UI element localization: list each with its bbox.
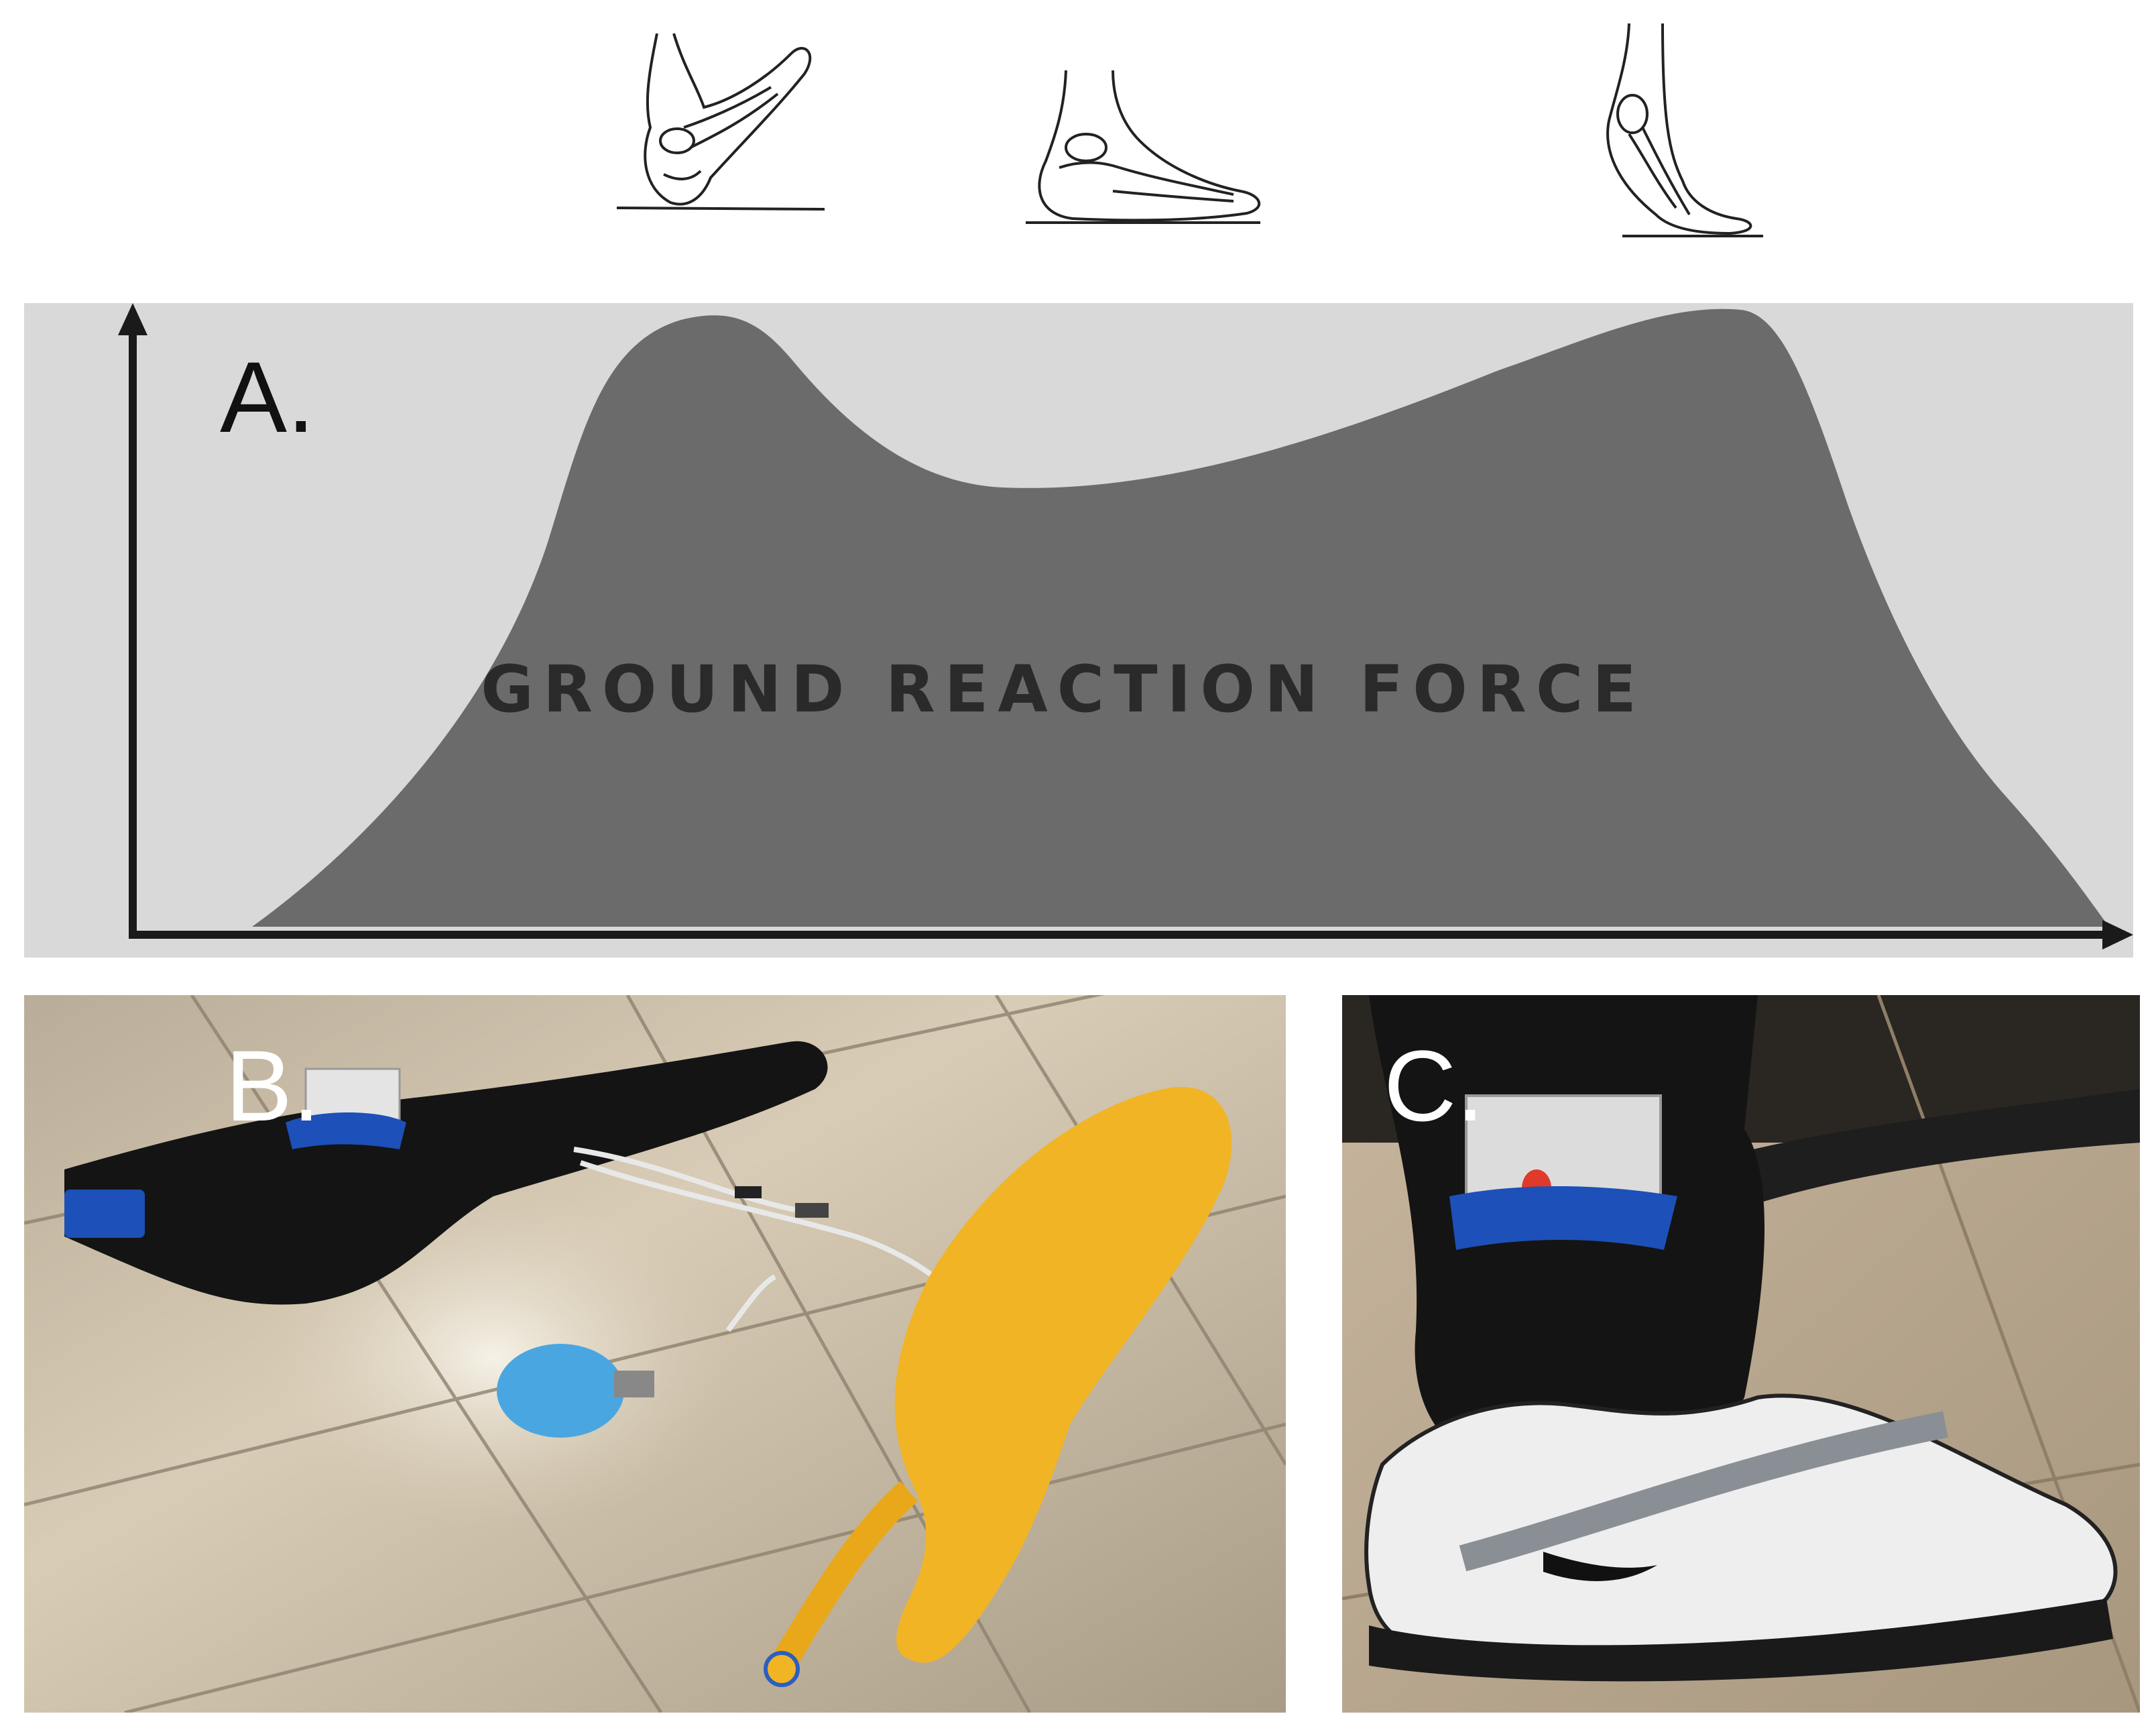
panel-c-photo: C. <box>1342 995 2140 1713</box>
foot-phase-drawings <box>0 0 2156 282</box>
axes <box>129 330 2109 939</box>
y-axis-label: FORCE <box>0 461 14 775</box>
x-axis-arrowhead <box>2102 920 2133 950</box>
inflation-bulb <box>497 1344 624 1438</box>
insole-kit-photo <box>24 995 1286 1713</box>
curve-label: GROUND REACTION FORCE <box>481 652 1646 727</box>
strap-tab <box>64 1190 145 1238</box>
panel-b-photo: B. <box>24 995 1286 1713</box>
toe-off-foot-drawing <box>1606 23 1763 237</box>
ground-reaction-force-curve <box>252 308 2109 927</box>
panel-b-label: B. <box>225 1029 320 1142</box>
force-curve-svg <box>118 303 2133 950</box>
pressure-insole <box>894 1086 1232 1663</box>
mid-stance-foot-drawing <box>1026 70 1261 224</box>
ankle-strap <box>64 1041 828 1305</box>
panel-c-label: C. <box>1384 1029 1484 1142</box>
y-axis-arrowhead <box>118 303 147 335</box>
heel-strike-foot-drawing <box>616 33 825 211</box>
panel-a-force-diagram: A. FORCE GROUND REACTION FORCE <box>0 303 2133 958</box>
sneaker-logger-photo <box>1342 995 2140 1713</box>
panel-a-label: A. <box>220 341 315 453</box>
